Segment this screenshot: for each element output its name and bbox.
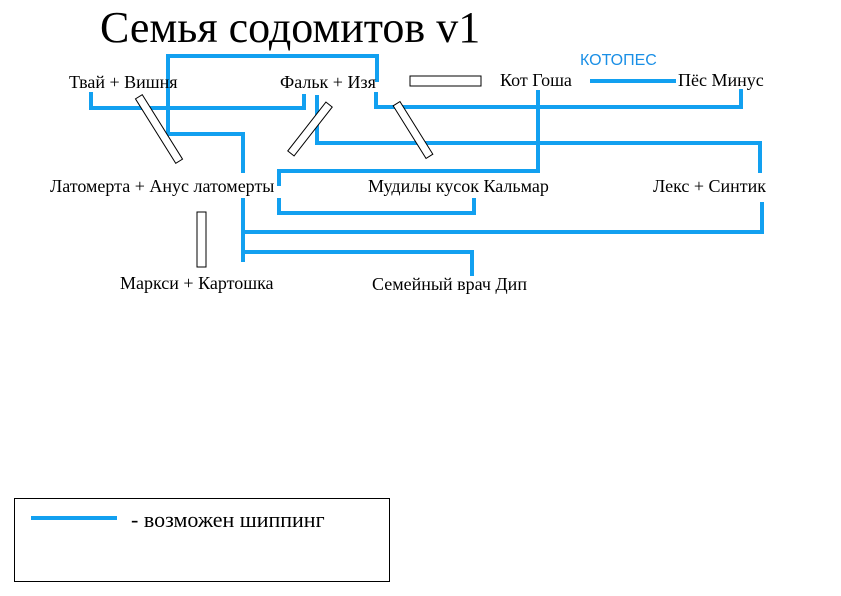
diagram-title: Семья содомитов v1 <box>100 3 481 52</box>
node-mudily-kalmar: Мудилы кусок Кальмар <box>368 176 549 196</box>
relation-bar-latomerta-marksi <box>196 211 207 268</box>
ship-line-tvai-falk-top <box>166 54 379 134</box>
ship-line-kot-latomerta <box>277 90 540 186</box>
relation-bar-falk-mudily <box>392 100 434 160</box>
relation-bar-tvai-latomerta <box>134 93 184 165</box>
node-marksi-kartoshka: Маркси + Картошка <box>120 273 274 293</box>
ship-line-latomerta-leks <box>243 202 764 234</box>
node-pes-minus: Пёс Минус <box>678 70 764 90</box>
node-kot-gosha: Кот Гоша <box>500 70 572 90</box>
ship-line-latomerta-mudily <box>277 198 476 215</box>
node-falk-izya: Фальк + Изя <box>280 72 376 92</box>
ship-line-falk-pes <box>374 89 743 109</box>
node-semeiny-vrach: Семейный врач Дип <box>372 274 527 294</box>
relation-bar-falk-latomerta <box>287 101 333 157</box>
legend-box: - возможен шиппинг <box>14 498 390 582</box>
relation-bar-falk-kot <box>409 75 482 87</box>
legend-text: - возможен шиппинг <box>131 507 325 532</box>
node-tvai-vishnya: Твай + Вишня <box>69 72 178 92</box>
ship-line-latomerta-vrach <box>243 250 474 276</box>
legend-ship-line <box>31 516 117 520</box>
tag-kotopes: КОТОПЕС <box>580 52 657 69</box>
ship-line-tvai-falk-bottom <box>89 92 306 110</box>
node-latomerta: Латомерта + Анус латомерты <box>50 176 275 196</box>
node-leks-sintik: Лекс + Синтик <box>653 176 767 196</box>
ship-line-tvai-latomerta <box>166 108 245 173</box>
